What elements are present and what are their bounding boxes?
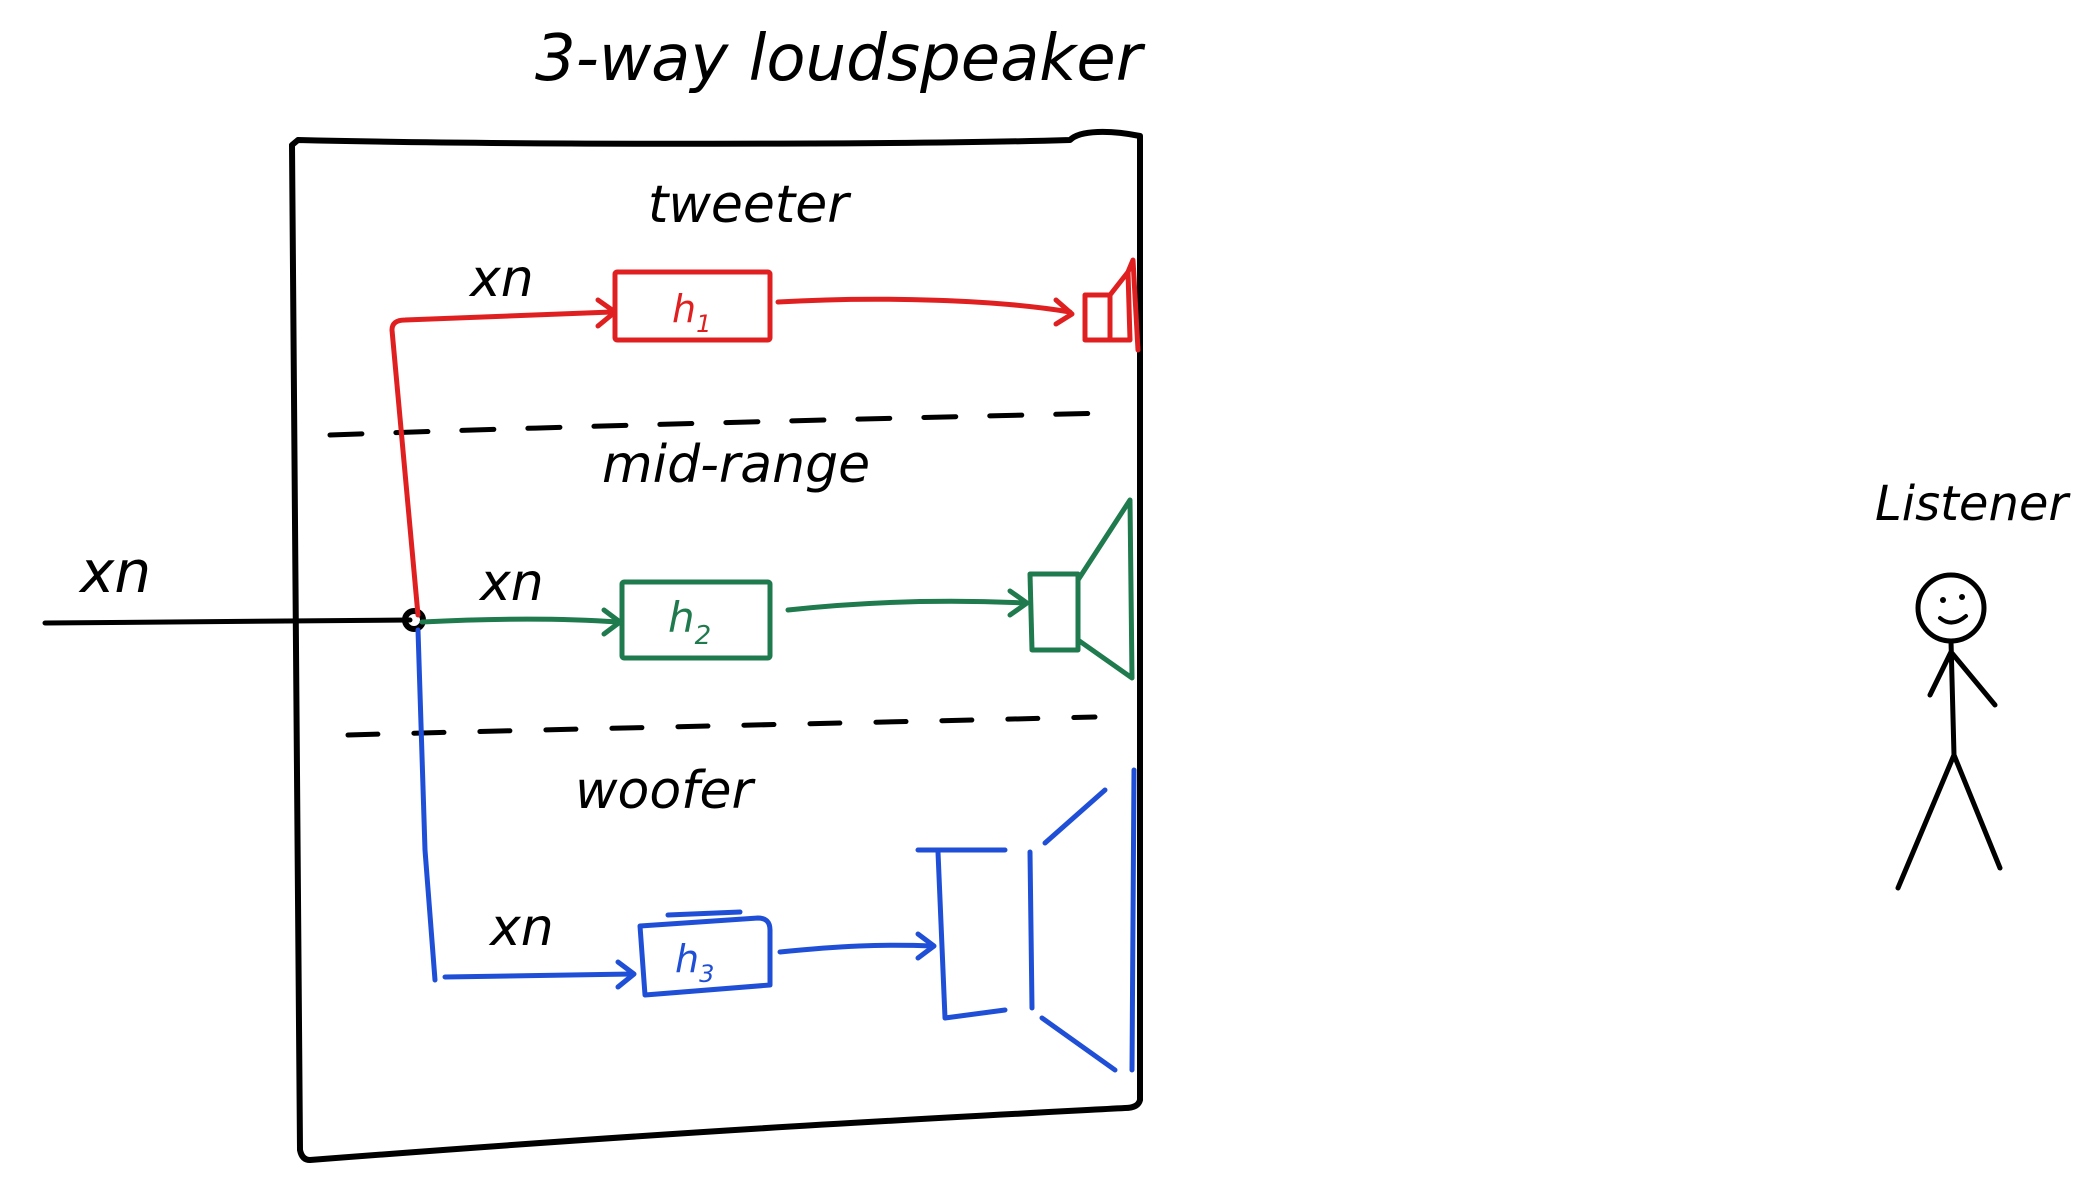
tweeter-label: tweeter bbox=[648, 175, 852, 235]
woofer-trunk-line bbox=[415, 627, 438, 983]
tweeter-output-line bbox=[775, 296, 1073, 315]
tweeter-driver-icon bbox=[1082, 257, 1141, 353]
midrange-feed-line bbox=[419, 616, 621, 625]
listener-figure: Listener bbox=[1875, 476, 2071, 891]
midrange-label: mid-range bbox=[602, 435, 870, 495]
tweeter-branch: xn h1 tweeter bbox=[389, 175, 1141, 618]
woofer-filter-box bbox=[637, 909, 773, 998]
separator-line-top bbox=[327, 410, 1113, 438]
woofer-output-arrowhead bbox=[915, 931, 937, 961]
midrange-driver-icon bbox=[1027, 497, 1135, 681]
midrange-branch: mid-range xn h2 bbox=[419, 435, 1135, 681]
input-label: xn bbox=[78, 538, 151, 606]
woofer-branch: woofer xn h3 bbox=[415, 627, 1137, 1073]
tweeter-filter-label: h1 bbox=[672, 287, 711, 338]
tweeter-filter-box bbox=[612, 269, 773, 343]
listener-label: Listener bbox=[1875, 476, 2071, 532]
separator-line-bottom bbox=[345, 714, 1098, 738]
listener-body bbox=[1895, 638, 2003, 891]
midrange-input-label: xn bbox=[478, 553, 544, 613]
midrange-filter-box bbox=[619, 579, 773, 661]
woofer-input-label: xn bbox=[488, 898, 554, 958]
listener-smile bbox=[1938, 614, 1968, 625]
speaker-enclosure bbox=[289, 128, 1143, 1163]
woofer-output-line bbox=[777, 942, 936, 955]
diagram-title: 3-way loudspeaker bbox=[535, 22, 1146, 96]
woofer-filter-label: h3 bbox=[675, 937, 714, 988]
midrange-output-line bbox=[785, 598, 1028, 613]
input-line bbox=[42, 617, 413, 626]
woofer-feed-line bbox=[442, 971, 635, 980]
midrange-output-arrowhead bbox=[1007, 588, 1030, 618]
tweeter-output-arrowhead bbox=[1053, 297, 1075, 327]
listener-head bbox=[1915, 572, 1987, 644]
midrange-filter-label: h2 bbox=[668, 593, 711, 651]
tweeter-feed-line bbox=[389, 309, 615, 618]
woofer-label: woofer bbox=[575, 761, 756, 821]
tweeter-input-label: xn bbox=[468, 249, 534, 309]
woofer-driver-icon bbox=[915, 767, 1137, 1073]
listener-eye-right bbox=[1959, 594, 1965, 600]
woofer-arrowhead bbox=[615, 959, 637, 990]
listener-eye-left bbox=[1940, 597, 1946, 603]
